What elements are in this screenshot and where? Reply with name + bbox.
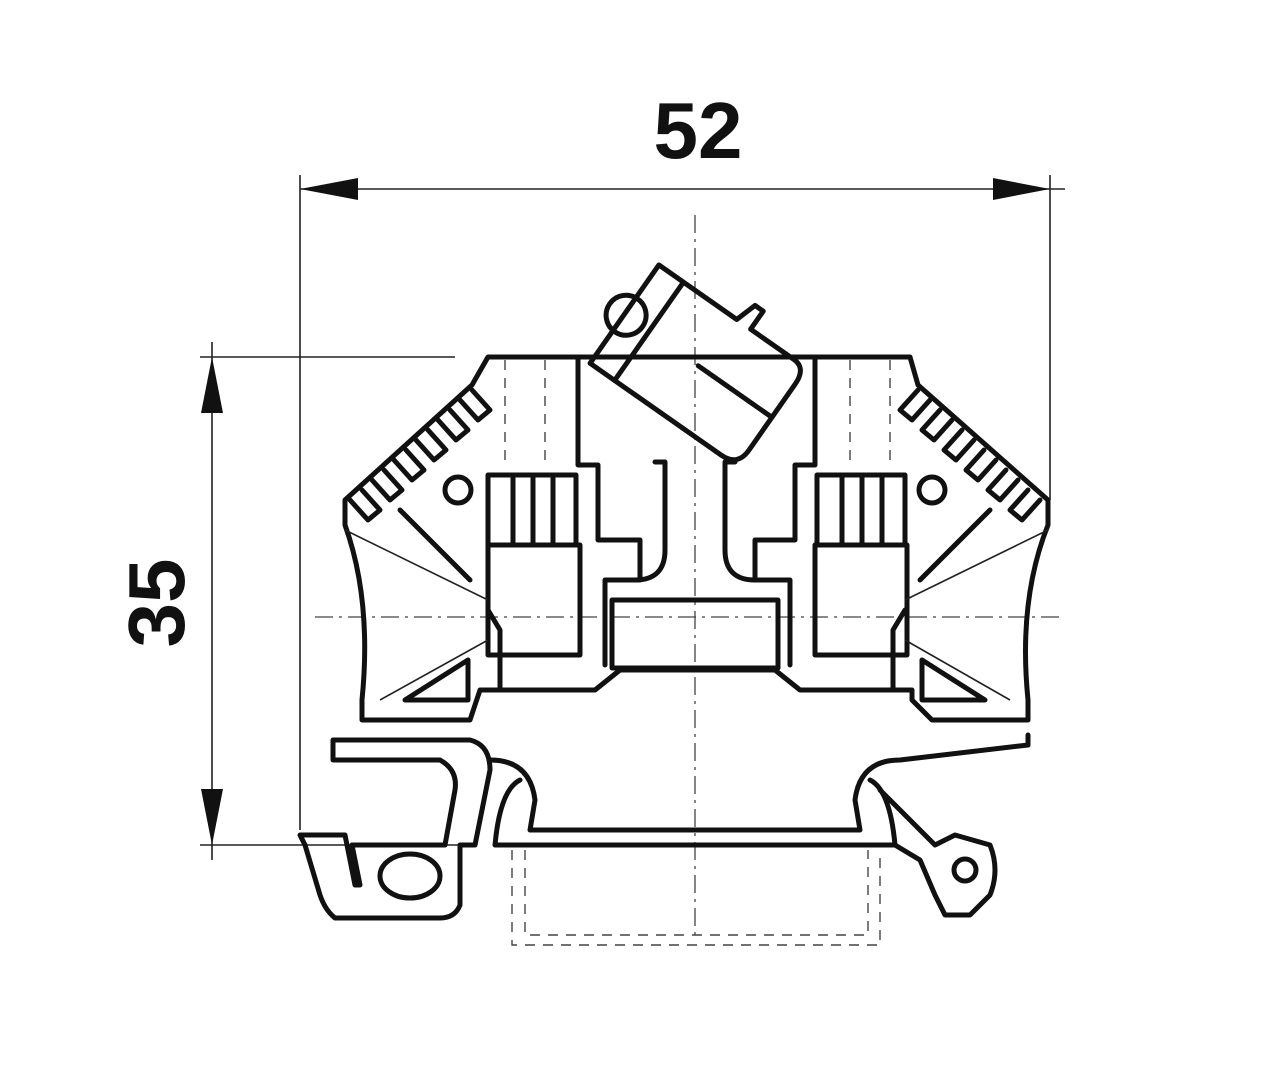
right-clamp xyxy=(812,472,948,693)
width-arrow-right xyxy=(993,178,1050,200)
width-dimension: 52 xyxy=(299,86,1065,830)
height-arrow-top xyxy=(201,357,223,413)
foot-screw-icon xyxy=(951,856,979,884)
left-serrations xyxy=(347,387,493,583)
terminal-housing xyxy=(342,354,1051,723)
height-label: 35 xyxy=(112,559,201,648)
height-arrow-bottom xyxy=(201,789,223,845)
center-lines xyxy=(315,215,1060,935)
left-screw-hole xyxy=(442,474,474,506)
din-rail-foot xyxy=(297,732,1031,946)
width-arrow-left xyxy=(300,178,358,200)
right-triangle xyxy=(919,657,988,703)
width-label: 52 xyxy=(654,86,743,175)
height-dimension: 35 xyxy=(112,342,470,860)
left-triangle xyxy=(402,657,471,703)
foot-outline xyxy=(297,737,493,921)
foot-release-slot-icon xyxy=(377,851,443,901)
plug-pin-icon xyxy=(603,292,649,338)
right-screw-hole xyxy=(916,474,948,506)
din-rail-dashed xyxy=(511,850,881,946)
bridge-slot xyxy=(609,459,781,671)
left-clamp xyxy=(442,472,583,693)
housing-outline xyxy=(342,354,1051,723)
test-plug xyxy=(587,262,803,463)
right-serrations xyxy=(897,387,1043,583)
